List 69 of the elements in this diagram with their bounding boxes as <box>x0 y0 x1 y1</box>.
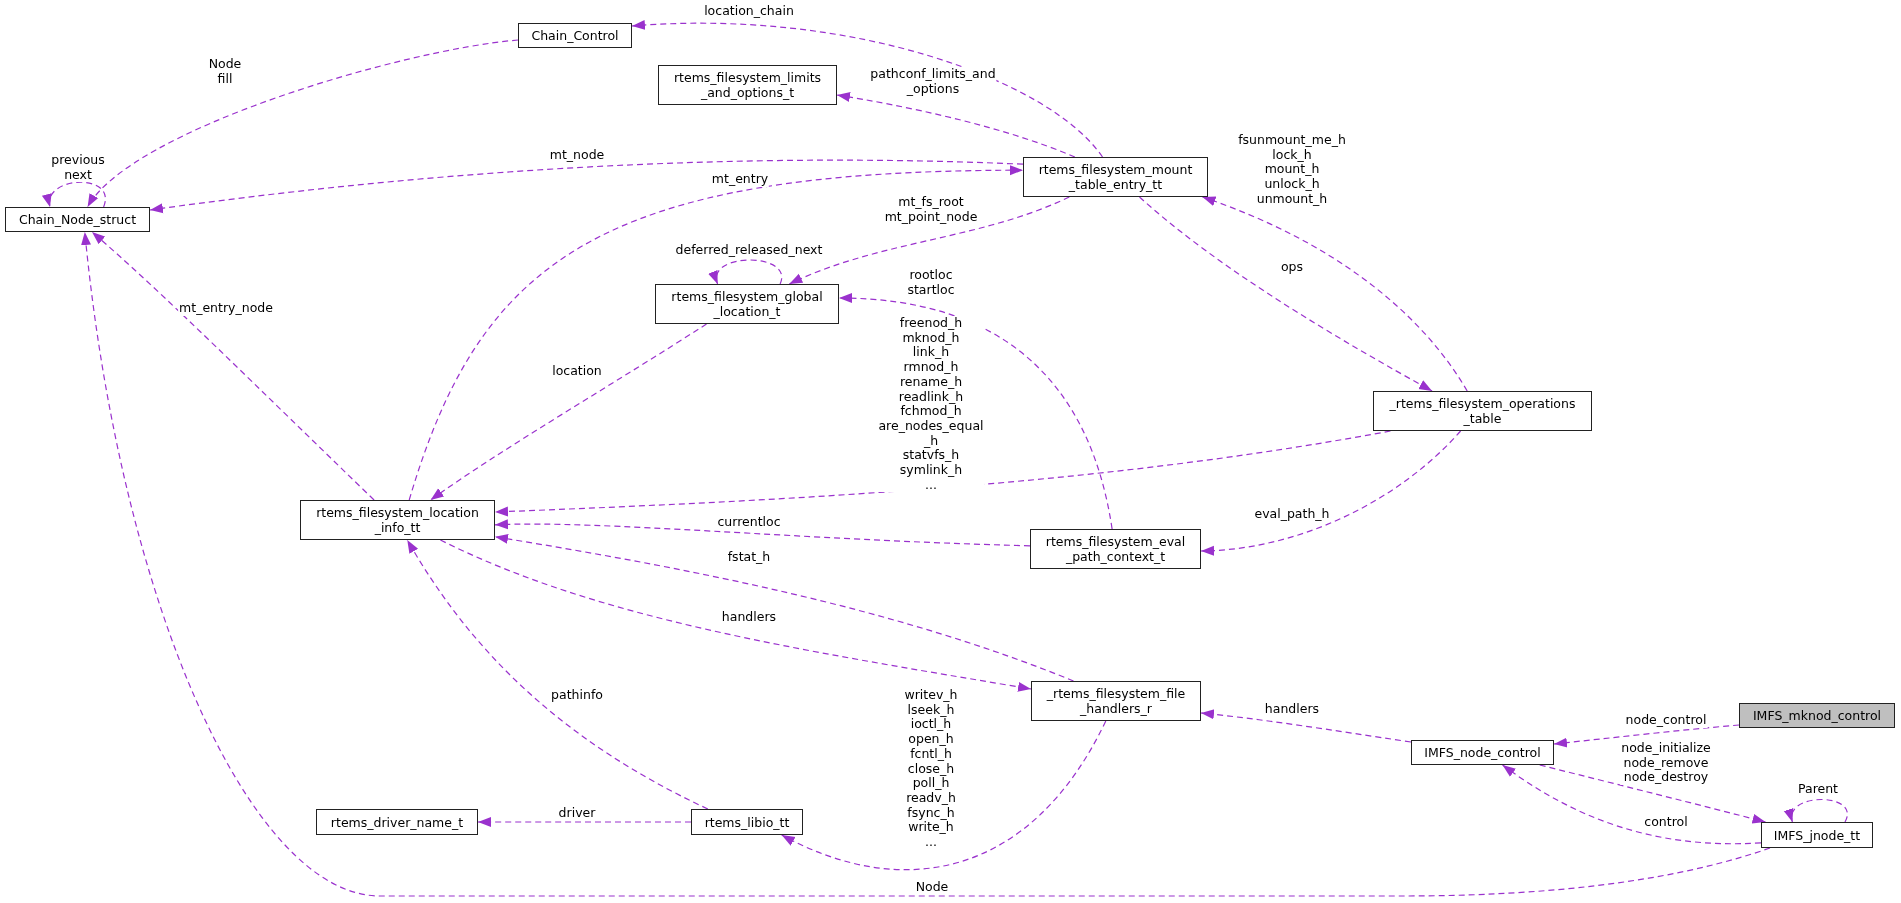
class-name: rtems_filesystem_mount _table_entry_tt <box>1038 162 1193 192</box>
edge-label: fstat_h <box>726 550 772 565</box>
dashed-arrow <box>1501 764 1762 845</box>
edge-label: fsunmount_me_h lock_h mount_h unlock_h unmount_h <box>1237 133 1347 207</box>
class-name: rtems_filesystem_global _location_t <box>671 289 823 319</box>
dashed-arrow <box>1200 430 1462 556</box>
edge-label: mt_entry <box>710 172 770 187</box>
dashed-arrow <box>1201 196 1468 392</box>
dashed-arrow <box>1539 764 1767 824</box>
dashed-arrow <box>631 20 1104 158</box>
class-name: IMFS_jnode_tt <box>1773 827 1861 843</box>
edge-label: node_initialize node_remove node_destroy <box>1620 741 1712 786</box>
edge-label: deferred_released_next <box>674 243 824 258</box>
class-name: rtems_filesystem_eval _path_context_t <box>1045 534 1186 564</box>
dashed-arrow <box>1200 709 1412 743</box>
edge-label: location_chain <box>703 4 795 19</box>
edge-label: node_control <box>1624 713 1708 728</box>
edge-label: previous next <box>50 153 106 183</box>
dashed-arrow <box>836 92 1076 158</box>
dashed-arrow <box>91 231 375 501</box>
dashed-arrow <box>477 817 692 827</box>
dashed-arrow <box>439 539 1032 692</box>
dashed-arrow <box>781 720 1107 871</box>
dashed-arrow <box>494 534 1075 682</box>
edge-label: freenod_h mknod_h link_h rmnod_h rename_h readlink_h fchmod_h are_nodes_equal _h statvfs_h symlink_h ... <box>877 316 985 493</box>
dashed-arrow <box>408 165 1024 501</box>
class-name: rtems_filesystem_limits _and_options_t <box>673 70 822 100</box>
class-name: Chain_Control <box>531 28 619 43</box>
class-name: IMFS_mknod_control <box>1752 708 1882 723</box>
edge-label: pathinfo <box>550 688 604 703</box>
dashed-arrow <box>81 231 1771 897</box>
class-name: rtems_driver_name_t <box>330 814 464 830</box>
dashed-arrow <box>788 196 1070 285</box>
class-name: rtems_libio_tt <box>704 814 790 830</box>
class-box <box>518 23 632 48</box>
edge-label: mt_node <box>548 148 606 163</box>
class-box <box>1030 529 1201 569</box>
class-box <box>300 500 495 540</box>
class-box <box>1373 391 1592 431</box>
edge-label: pathconf_limits_and _options <box>869 67 997 97</box>
class-name: _rtems_filesystem_file _handlers_r <box>1046 686 1186 716</box>
class-name: _rtems_filesystem_operations _table <box>1389 396 1576 426</box>
dashed-arrow <box>430 323 708 501</box>
dashed-arrow <box>494 519 1031 547</box>
class-box <box>655 284 839 324</box>
class-box <box>1739 703 1895 728</box>
class-name: IMFS_node_control <box>1424 745 1541 760</box>
class-box <box>1031 681 1201 721</box>
class-box <box>5 207 150 232</box>
class-box <box>658 65 837 105</box>
dashed-arrow <box>149 159 1024 214</box>
dashed-arrow <box>1786 798 1848 823</box>
dashed-arrow <box>1553 724 1740 748</box>
edge-label: mt_fs_root mt_point_node <box>883 195 979 225</box>
class-name: Chain_Node_struct <box>18 212 137 227</box>
dashed-arrow <box>1138 196 1433 392</box>
dashed-arrow <box>710 259 783 285</box>
class-box <box>1761 822 1873 848</box>
dashed-arrow <box>44 181 106 208</box>
class-box <box>691 809 803 835</box>
edge-label: mt_entry_node <box>178 301 274 316</box>
class-name: rtems_filesystem_location _info_tt <box>316 505 479 535</box>
class-box <box>1023 157 1208 197</box>
dashed-arrow <box>838 293 1113 530</box>
dashed-arrow <box>406 539 709 810</box>
class-box <box>316 809 478 835</box>
edge-label: eval_path_h <box>1253 507 1331 522</box>
dashed-arrow <box>87 39 519 208</box>
class-box <box>1411 740 1554 765</box>
